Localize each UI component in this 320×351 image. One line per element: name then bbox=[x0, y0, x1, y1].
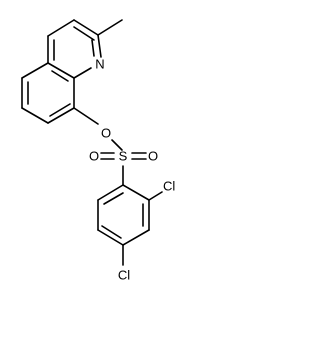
bond-c2-c3-inner bbox=[73, 26, 95, 41]
bond-c4p-c5p-inner bbox=[101, 225, 122, 239]
bond-c7-c8 bbox=[47, 107, 75, 124]
bond-c8a-c4a-inner bbox=[51, 70, 69, 82]
bond-c2-c3 bbox=[73, 19, 99, 36]
atom-label-chlorine-para: Cl bbox=[118, 268, 130, 283]
bond-c4a-c5 bbox=[21, 62, 49, 79]
chemical-structure: N O S O O Cl Cl bbox=[21, 19, 175, 283]
bond-c8-o bbox=[73, 107, 99, 125]
atom-label-nitrogen: N bbox=[95, 57, 104, 72]
bond-c2-methyl bbox=[97, 19, 123, 36]
bond-layer bbox=[21, 19, 163, 266]
bond-c6p-c1 bbox=[97, 184, 124, 201]
bond-c4p-c5p bbox=[97, 229, 124, 246]
bond-n1-c2 bbox=[97, 34, 102, 58]
atom-label-layer: N O S O O Cl Cl bbox=[89, 57, 175, 283]
atom-label-chlorine-ortho: Cl bbox=[163, 179, 175, 194]
bond-c3-c4 bbox=[47, 19, 75, 37]
atom-label-sulfonyl-oxygen-left: O bbox=[89, 149, 99, 164]
bond-c2p-cl bbox=[148, 191, 163, 201]
bond-c6-c7 bbox=[21, 107, 49, 124]
atom-label-sulfonyl-oxygen-right: O bbox=[148, 149, 158, 164]
bond-o-s bbox=[111, 139, 123, 151]
atom-label-ester-oxygen: O bbox=[101, 126, 111, 141]
bond-c8a-n1 bbox=[73, 67, 92, 79]
bond-c7-c8-inner bbox=[49, 103, 71, 117]
bond-c1-c2p bbox=[122, 184, 150, 201]
bond-c6p-c1-inner bbox=[103, 192, 124, 205]
bond-n1-c2-inner bbox=[91, 39, 95, 57]
atom-label-sulfur: S bbox=[119, 149, 128, 164]
bond-c3p-c4p bbox=[122, 229, 150, 246]
bond-c4a-c8a bbox=[47, 62, 75, 79]
